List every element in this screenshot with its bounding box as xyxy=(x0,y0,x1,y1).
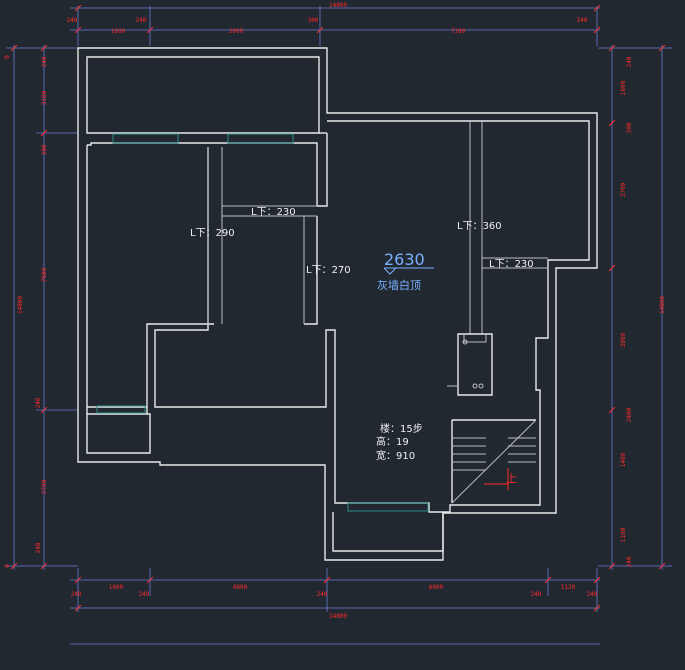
bottom-seg-dim: 240 xyxy=(139,591,150,598)
top-seg-dim: 3000 xyxy=(229,28,244,35)
bottom-seg-dim: 1120 xyxy=(561,584,576,591)
right-seg-dim: 240 xyxy=(626,56,633,67)
stair-up-marker: 上 xyxy=(506,472,517,485)
top-seg-dim: 7100 xyxy=(451,28,466,35)
level-marker-icon xyxy=(383,267,434,275)
left-seg-dim: 240 xyxy=(35,542,42,553)
beam-label-upper-mid: L下：230 xyxy=(251,207,296,218)
bottom-seg-dim: 1600 xyxy=(109,584,124,591)
dimension-lines xyxy=(6,4,672,645)
left-seg-dim: 3100 xyxy=(41,90,48,105)
left-seg-dim: 7600 xyxy=(41,267,48,282)
beam-label-right-small: L下：230 xyxy=(489,259,534,270)
windows xyxy=(96,133,429,512)
left-seg-dim: 300 xyxy=(41,144,48,155)
right-seg-dim: 3800 xyxy=(620,332,627,347)
bottom-seg-dim: 6000 xyxy=(429,584,444,591)
dimension-texts: 14800 240 1600 240 3000 300 7100 240 240… xyxy=(4,2,666,620)
beam-label-left: L下：290 xyxy=(190,228,235,239)
beam-label-right: L下：360 xyxy=(457,221,502,232)
bottom-total-dim: 14800 xyxy=(329,613,347,620)
left-seg-dim: 240 xyxy=(35,397,42,408)
stair-steps: 楼：15步 xyxy=(380,422,423,435)
right-total-dim: 14800 xyxy=(659,296,666,314)
right-seg-dim: 300 xyxy=(626,122,633,133)
right-seg-dim: 2400 xyxy=(626,407,633,422)
bottom-seg-dim: 4800 xyxy=(233,584,248,591)
outer-walls xyxy=(77,47,598,561)
top-seg-dim: 1600 xyxy=(111,28,126,35)
beam-label-mid: L下：270 xyxy=(306,265,351,276)
left-seg-dim: 0 xyxy=(4,564,11,568)
right-seg-dim: 1600 xyxy=(620,80,627,95)
right-seg-dim: 1400 xyxy=(620,452,627,467)
left-seg-dim: 2700 xyxy=(41,479,48,494)
ceiling-height: 2630 xyxy=(384,250,425,269)
top-seg-dim: 240 xyxy=(136,17,147,24)
stair-riser: 高：19 xyxy=(376,435,409,448)
window xyxy=(227,133,294,144)
left-total-dim: 14800 xyxy=(17,296,24,314)
bottom-seg-dim: 240 xyxy=(587,591,598,598)
left-seg-dim: 0 xyxy=(4,55,11,59)
ceiling-finish: 灰墙白顶 xyxy=(377,278,421,292)
right-seg-dim: 240 xyxy=(626,556,633,567)
window xyxy=(347,502,429,512)
bottom-seg-dim: 240 xyxy=(531,591,542,598)
stair-treads xyxy=(451,419,537,504)
top-total-dim: 14800 xyxy=(329,2,347,9)
window xyxy=(96,405,146,414)
right-seg-dim: 1100 xyxy=(620,527,627,542)
beam-lines xyxy=(207,121,548,334)
bottom-seg-dim: 240 xyxy=(317,591,328,598)
window xyxy=(112,133,179,144)
bottom-seg-dim: 240 xyxy=(71,591,82,598)
top-seg-dim: 240 xyxy=(577,17,588,24)
top-seg-dim: 240 xyxy=(67,17,78,24)
left-seg-dim: 240 xyxy=(41,56,48,67)
right-seg-dim: 3700 xyxy=(620,182,627,197)
annotations: L下：290 L下：230 L下：270 L下：360 L下：230 2630 … xyxy=(190,207,534,485)
stair-width: 宽：910 xyxy=(376,449,415,462)
sink-fixture xyxy=(447,333,493,396)
top-seg-dim: 300 xyxy=(308,17,319,24)
